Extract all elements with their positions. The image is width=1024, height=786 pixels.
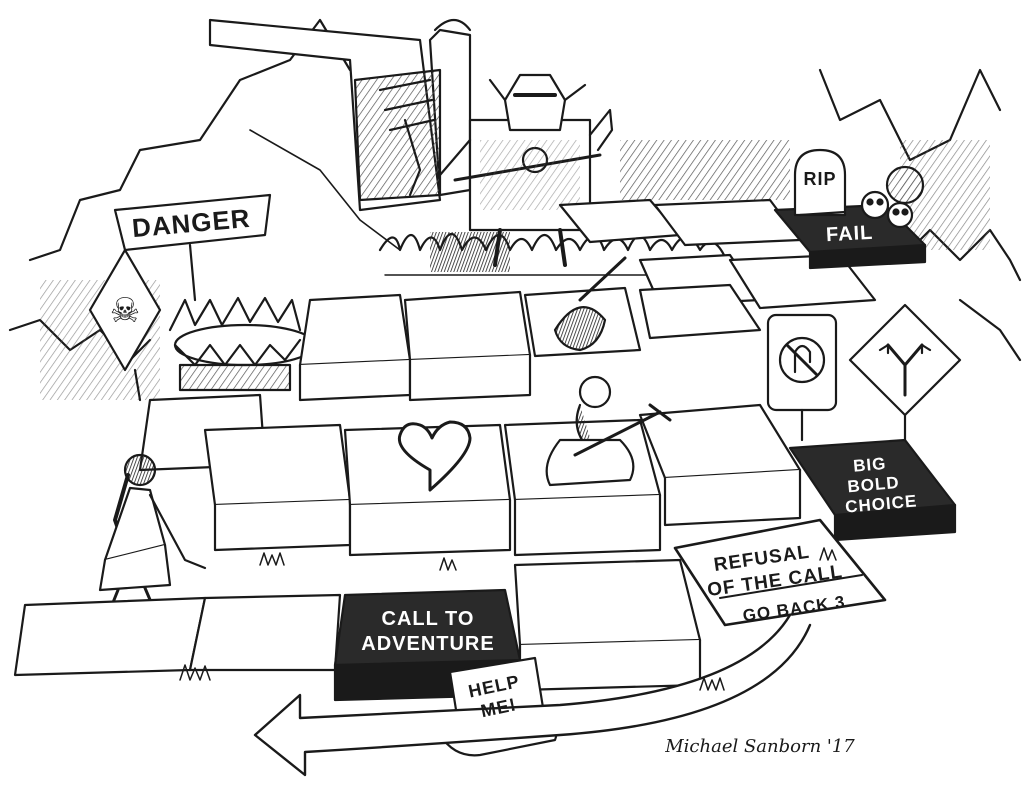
bottom-tiles bbox=[13, 558, 702, 692]
leaf-sword-icon bbox=[553, 256, 627, 352]
choice-tile-text: BIG BOLD CHOICE bbox=[844, 454, 918, 517]
bear-trap bbox=[168, 296, 317, 392]
choice-tile-line2: BOLD bbox=[847, 473, 901, 496]
gravestone bbox=[793, 148, 847, 217]
lower-tiles bbox=[138, 393, 802, 557]
call-tile-line1: CALL TO bbox=[382, 608, 475, 630]
call-tile-line2: ADVENTURE bbox=[361, 633, 494, 655]
choice-tile bbox=[788, 438, 957, 542]
fail-tile-text: FAIL bbox=[825, 222, 873, 246]
middle-tiles bbox=[298, 283, 762, 402]
skull-crossbones-icon: ☠ bbox=[110, 293, 140, 330]
refusal-card bbox=[673, 518, 887, 627]
gravestone-text: RIP bbox=[803, 169, 836, 189]
dark-knight bbox=[438, 73, 614, 267]
artist-signature: Michael Sanborn '17 bbox=[664, 736, 855, 757]
go-back-arrow bbox=[253, 613, 812, 777]
heart-icon bbox=[397, 420, 472, 492]
grass-tufts bbox=[179, 547, 837, 691]
old-mentor-with-sword bbox=[545, 375, 672, 487]
choice-tile-line1: BIG bbox=[852, 454, 887, 476]
skull-pile bbox=[860, 165, 925, 229]
danger-sign bbox=[88, 193, 272, 402]
castle bbox=[208, 18, 472, 212]
call-tile-text: CALL TO ADVENTURE bbox=[361, 608, 494, 655]
